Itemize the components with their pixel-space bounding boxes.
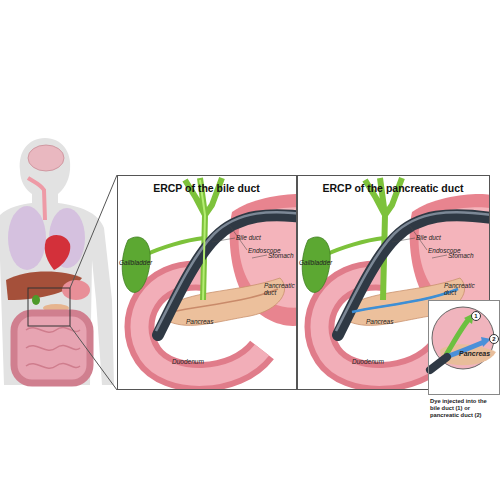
panel-title: ERCP of the bile duct bbox=[118, 182, 295, 194]
inset-bile-arrow bbox=[446, 319, 469, 355]
endoscope bbox=[158, 215, 310, 335]
stomach bbox=[62, 280, 90, 300]
part-label: Pancreas bbox=[186, 318, 213, 325]
part-label: Pancreatic duct bbox=[264, 282, 298, 297]
zoom-line bbox=[70, 175, 117, 288]
part-label: Pancreas bbox=[366, 318, 393, 325]
heart bbox=[45, 235, 71, 270]
panel-background bbox=[117, 175, 310, 390]
intestines bbox=[14, 313, 90, 383]
body-silhouette bbox=[0, 138, 114, 385]
intestine-folds bbox=[26, 327, 80, 368]
part-label: Bile duct bbox=[416, 234, 441, 241]
dye-bile-duct bbox=[200, 180, 205, 300]
pancreatic-duct bbox=[172, 289, 278, 312]
part-label: Gallbladder bbox=[299, 259, 332, 266]
part-label: Duodenum bbox=[172, 358, 204, 365]
inset-pancreas bbox=[440, 344, 496, 365]
gallbladder bbox=[32, 295, 40, 305]
inset-box: 1 2Pancreas bbox=[428, 300, 500, 395]
part-label: Bile duct bbox=[236, 234, 261, 241]
inset-endoscope bbox=[430, 357, 447, 370]
lung bbox=[8, 206, 46, 270]
part-label: Pancreatic duct bbox=[444, 282, 478, 297]
callout-number: 1 bbox=[471, 311, 481, 321]
brain bbox=[28, 145, 64, 171]
panel-title: ERCP of the pancreatic duct bbox=[298, 182, 488, 194]
zoom-box bbox=[28, 288, 70, 326]
ercp-scene bbox=[117, 175, 310, 390]
caption-note: Dye injected into the bile duct (1) or p… bbox=[430, 398, 498, 419]
part-label: Gallbladder bbox=[119, 259, 152, 266]
part-label: Stomach bbox=[448, 252, 474, 259]
callout-number: 2 bbox=[489, 334, 499, 344]
organ-label: Pancreas bbox=[459, 350, 490, 357]
part-label: Stomach bbox=[268, 252, 294, 259]
ercp-scene-copy bbox=[297, 175, 492, 390]
cystic-duct bbox=[145, 238, 204, 255]
body-figure bbox=[0, 138, 114, 385]
part-label: Duodenum bbox=[352, 358, 384, 365]
endoscope-highlight bbox=[156, 212, 310, 331]
inset-circle bbox=[432, 307, 494, 369]
zoom-line bbox=[70, 326, 117, 390]
